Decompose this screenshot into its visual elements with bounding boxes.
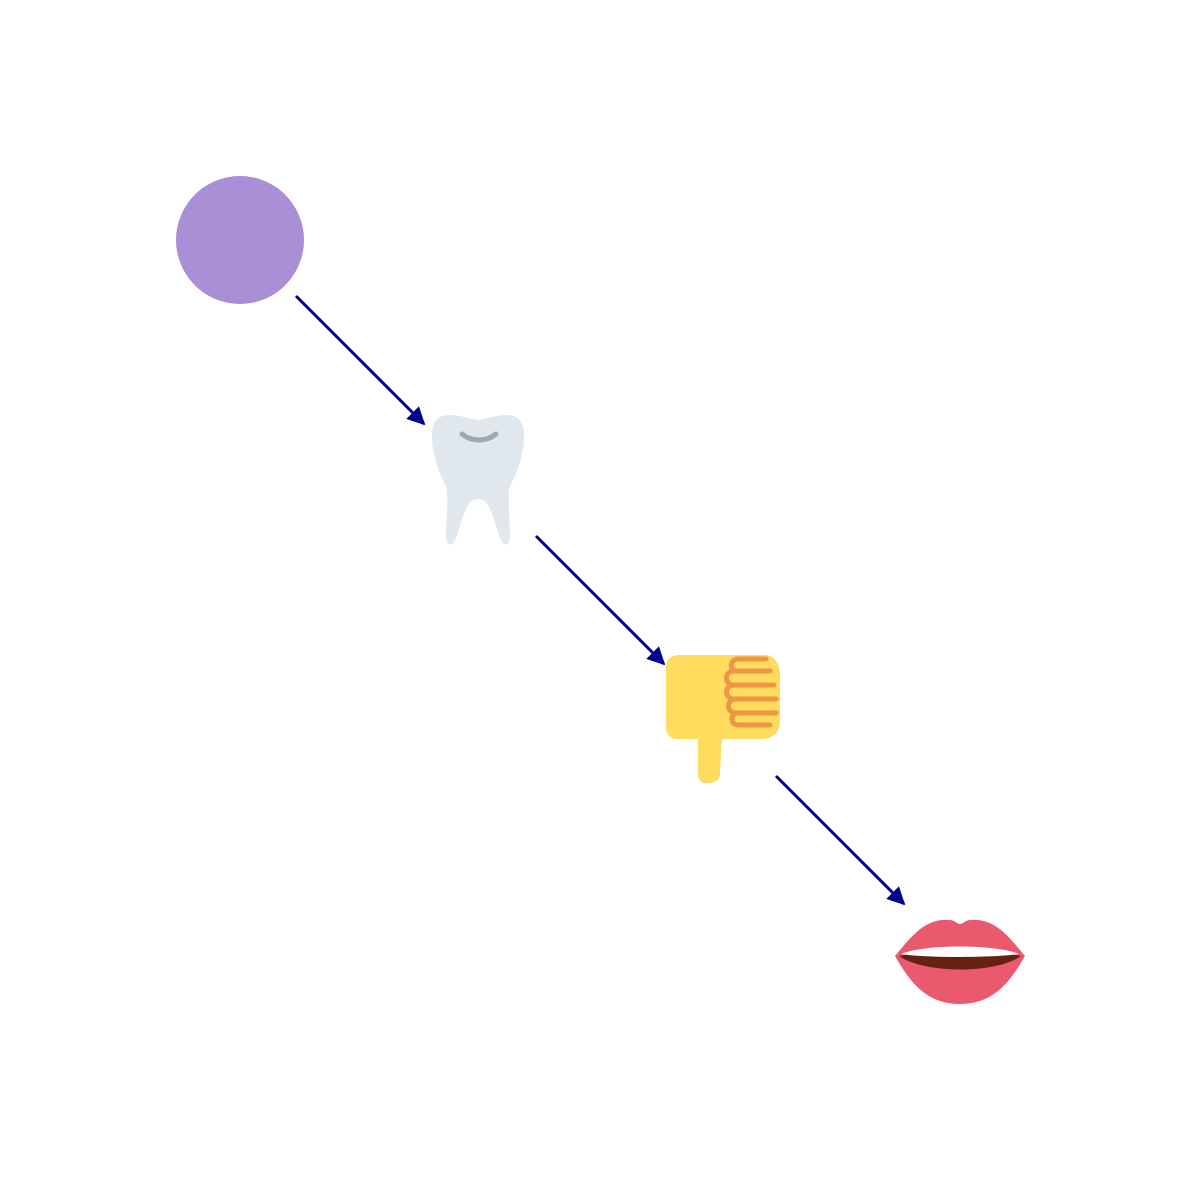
edge-circle-to-tooth	[294, 294, 426, 426]
tooth-icon	[431, 415, 525, 545]
edge-tooth-to-thumbs-down	[534, 534, 666, 666]
thumbs-down-icon	[666, 655, 780, 783]
edges	[294, 294, 906, 906]
purple-circle-icon	[176, 176, 304, 304]
mouth-icon	[895, 919, 1025, 1004]
edge-thumbs-down-to-mouth	[774, 774, 906, 906]
